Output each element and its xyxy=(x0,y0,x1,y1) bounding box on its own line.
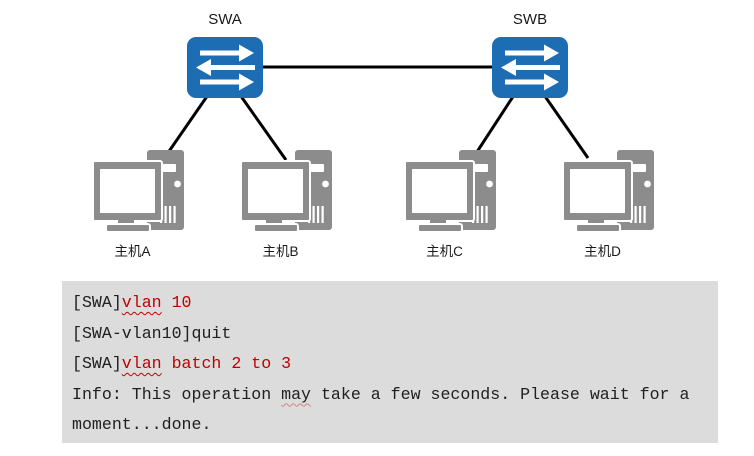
link-swa-host-a xyxy=(161,91,212,161)
host-d-label: 主机D xyxy=(584,244,621,259)
cli-console-output: [SWA]vlan 10[SWA-vlan10]quit[SWA]vlan ba… xyxy=(62,281,718,443)
link-swa-host-b xyxy=(236,91,288,161)
console-line: [SWA]vlan batch 2 to 3 xyxy=(72,349,708,380)
host-b-label: 主机B xyxy=(262,244,299,259)
host-node-a: 主机A xyxy=(92,150,187,260)
host-a-label: 主机A xyxy=(114,244,151,259)
computer-icon xyxy=(404,150,496,233)
console-text-segment: Info: This operation xyxy=(72,384,282,404)
link-swb-host-c xyxy=(471,91,518,159)
console-line: Info: This operation may take a few seco… xyxy=(72,380,708,411)
console-text-segment: [SWA-vlan10]quit xyxy=(72,323,232,343)
console-text-segment: [SWA] xyxy=(72,293,122,312)
topology-links xyxy=(161,65,590,161)
link-swb-host-d xyxy=(540,91,590,159)
console-text-segment: [SWA] xyxy=(72,354,122,373)
host-node-d: 主机D xyxy=(562,150,657,260)
switch-icon xyxy=(492,37,568,98)
switch-node-swb: SWB xyxy=(492,11,568,98)
computer-icon xyxy=(240,150,332,233)
console-line: moment...done. xyxy=(72,410,708,441)
switch-swb-label: SWB xyxy=(512,11,548,28)
console-line: [SWA]vlan 10 xyxy=(72,288,708,319)
computer-icon xyxy=(92,150,184,233)
console-text-segment: moment...done. xyxy=(72,415,212,434)
console-line: [SWA-vlan10]quit xyxy=(72,319,708,350)
console-text-segment: 10 xyxy=(161,293,192,312)
console-text-segment: take a few seconds. Please wait for a xyxy=(311,384,690,404)
console-text-segment: vlan xyxy=(121,354,162,373)
host-node-b: 主机B xyxy=(240,150,335,260)
host-node-c: 主机C xyxy=(404,150,499,260)
console-text-segment: vlan xyxy=(121,293,162,312)
switch-node-swa: SWA xyxy=(187,11,263,98)
computer-icon xyxy=(562,150,654,233)
switch-swa-label: SWA xyxy=(208,11,242,28)
console-text-segment: may xyxy=(281,384,311,404)
console-text-segment: batch 2 to 3 xyxy=(161,354,292,373)
switch-icon xyxy=(187,37,263,98)
host-c-label: 主机C xyxy=(426,244,463,259)
